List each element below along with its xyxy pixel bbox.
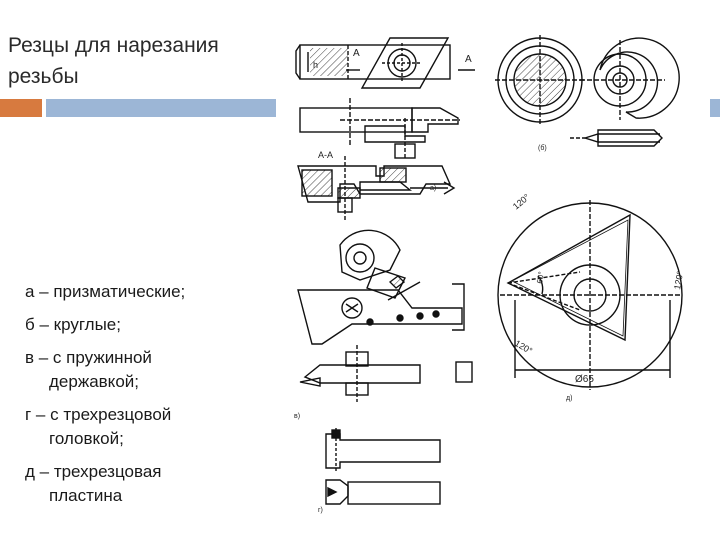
cutter-g-three-head: г) (318, 428, 441, 514)
accent-bar-orange (0, 99, 42, 117)
label-a-right: А (465, 54, 472, 65)
legend-item-a: а – призматические; (25, 282, 186, 301)
label-angle-top: 120° (511, 192, 532, 212)
title-line-2: резьбы (8, 65, 79, 88)
accent-bar-blue (46, 99, 276, 117)
label-fig-g: г) (318, 507, 323, 514)
cutter-v-spring-holder (297, 229, 465, 345)
cutter-a-section: а) (297, 156, 456, 220)
label-a-left: А (353, 48, 360, 59)
label-fig-a: а) (430, 185, 436, 192)
label-diameter: Ø65 (575, 374, 594, 385)
cutter-a-top-view: h А А (295, 37, 475, 89)
legend-item-b: б – круглые; (25, 315, 121, 334)
cutter-v-side-view: в) (294, 345, 473, 420)
label-fig-v: в) (294, 413, 300, 420)
label-angle-bottom: 120° (513, 338, 534, 356)
technical-drawing: h А А А-А а) (280, 10, 720, 540)
figure-legend: а – призматические; б – круглые; в – с п… (25, 280, 285, 517)
accent-bar-right (710, 99, 720, 117)
label-angle-inner: 60° (535, 271, 546, 284)
slide-title: Резцы для нарезания резьбы (8, 30, 283, 92)
label-fig-b: (б) (538, 144, 547, 152)
cutter-d-plate: 60° 120° 120° 120° Ø65 д) (497, 192, 685, 402)
cutter-a-side-view: А-А (299, 98, 460, 160)
label-fig-d: д) (566, 395, 572, 402)
cutter-b-round: (б) (495, 35, 680, 152)
label-angle-right: 120° (672, 270, 685, 290)
label-section: А-А (318, 150, 333, 160)
title-line-1: Резцы для нарезания (8, 34, 219, 57)
